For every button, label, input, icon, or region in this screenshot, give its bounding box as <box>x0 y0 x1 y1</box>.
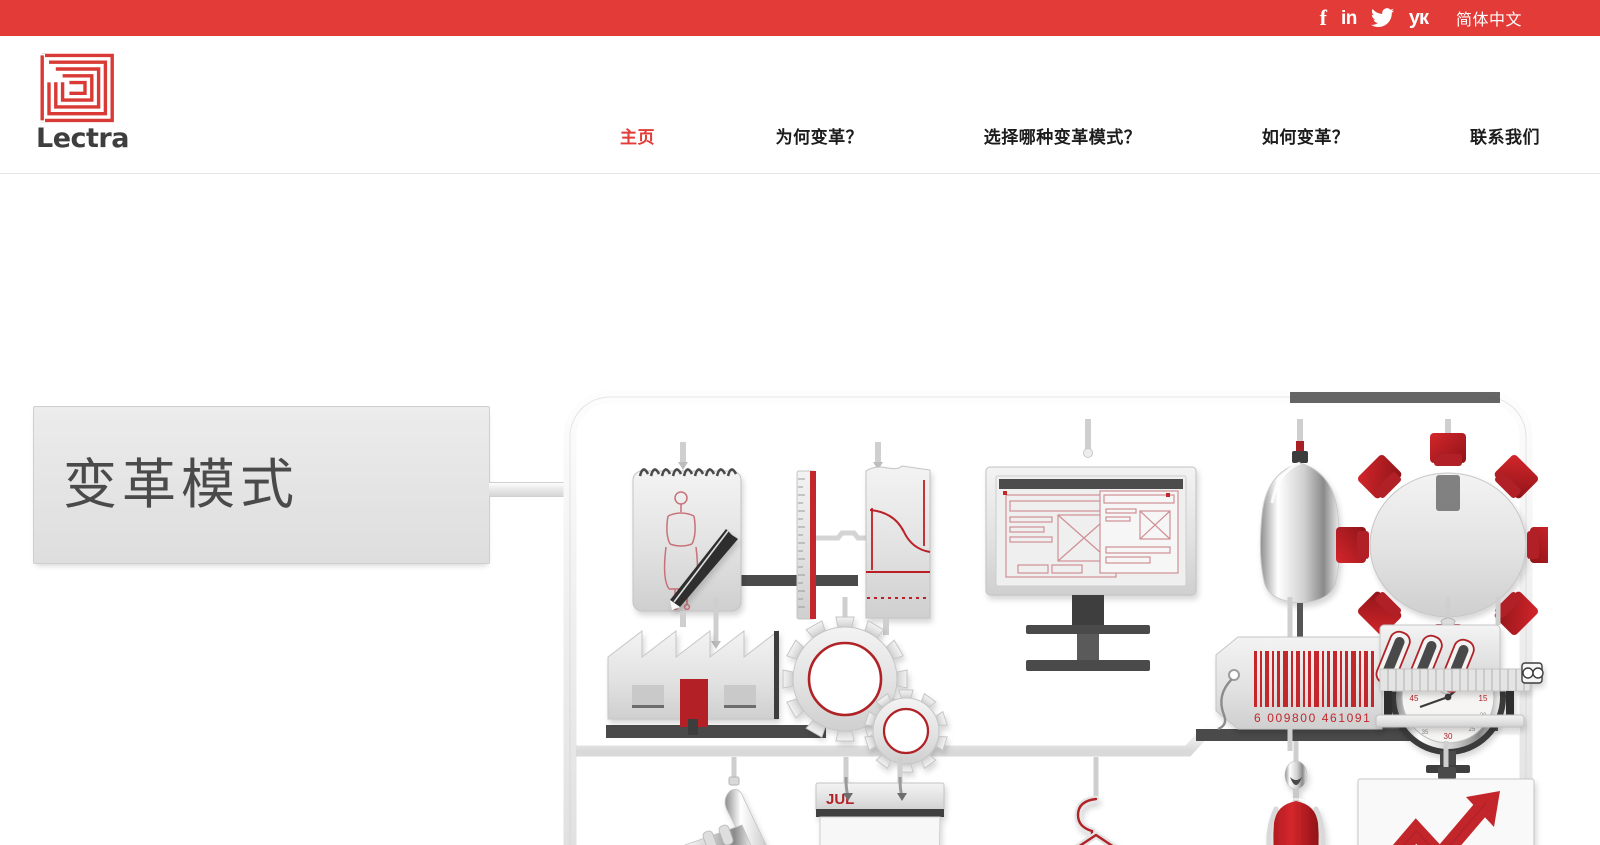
page-title-panel: 变革模式 <box>33 406 490 564</box>
barcode-tag-part: 6 009800 461091 > <box>1215 597 1385 751</box>
hero-stage: 变革模式 <box>0 174 1600 845</box>
gear-small-icon <box>864 689 948 773</box>
top-utility-bar: f in ук 简体中文 <box>0 0 1600 36</box>
meeting-table-part <box>1336 419 1548 657</box>
svg-text:25: 25 <box>1469 727 1476 733</box>
pattern-piece-part <box>865 442 931 635</box>
language-selector[interactable]: 简体中文 <box>1455 12 1522 29</box>
airplane-part <box>683 757 767 845</box>
svg-text:35: 35 <box>1422 730 1429 736</box>
stopwatch-num-45: 45 <box>1410 694 1419 703</box>
monitor-part <box>985 419 1197 671</box>
model-kit-illustration: 6 009800 461091 > 60 45 30 15 <box>548 379 1548 845</box>
nav-item-why-change[interactable]: 为何变革？ <box>775 127 864 147</box>
twitter-icon[interactable] <box>1370 6 1395 30</box>
barcode-bars <box>1254 651 1374 707</box>
page-title: 变革模式 <box>63 453 299 516</box>
nav-item-how-change[interactable]: 如何变革？ <box>1261 127 1350 147</box>
nav-item-home[interactable]: 主页 <box>620 127 655 147</box>
logo-wordmark: Lectra <box>36 123 129 154</box>
ruler-part <box>796 470 868 620</box>
nav-item-which-model[interactable]: 选择哪种变革模式？ <box>983 127 1142 147</box>
chart-easel-part <box>1357 741 1535 845</box>
spreading-machine-part <box>1375 597 1544 728</box>
vk-icon[interactable]: ук <box>1408 7 1429 29</box>
barcode-number: 6 009800 461091 > <box>1254 711 1385 725</box>
main-navigation: 主页 为何变革？ 选择哪种变革模式？ 如何变革？ 联系我们 <box>620 36 1540 174</box>
social-links: f in ук 简体中文 <box>1320 6 1522 30</box>
nav-item-contact[interactable]: 联系我们 <box>1470 127 1540 147</box>
stopwatch-num-15: 15 <box>1479 694 1488 703</box>
lectra-logo[interactable]: Lectra <box>36 53 129 158</box>
sketchbook-part <box>632 442 742 627</box>
calendar-day: 17 <box>837 828 924 845</box>
model-part <box>1266 741 1326 845</box>
calendar-part: JUL 17 <box>815 757 945 845</box>
gears-part <box>782 597 948 773</box>
stopwatch-num-30: 30 <box>1444 732 1453 741</box>
site-header: Lectra 主页 为何变革？ 选择哪种变革模式？ 如何变革？ 联系我们 <box>0 36 1600 174</box>
sprue-svg: 6 009800 461091 > 60 45 30 15 <box>548 390 1548 845</box>
hanger-part <box>1074 757 1118 845</box>
facebook-icon[interactable]: f <box>1319 5 1327 30</box>
factory-part <box>607 597 779 735</box>
logo-mark-icon <box>37 53 114 123</box>
linkedin-icon[interactable]: in <box>1340 7 1357 29</box>
